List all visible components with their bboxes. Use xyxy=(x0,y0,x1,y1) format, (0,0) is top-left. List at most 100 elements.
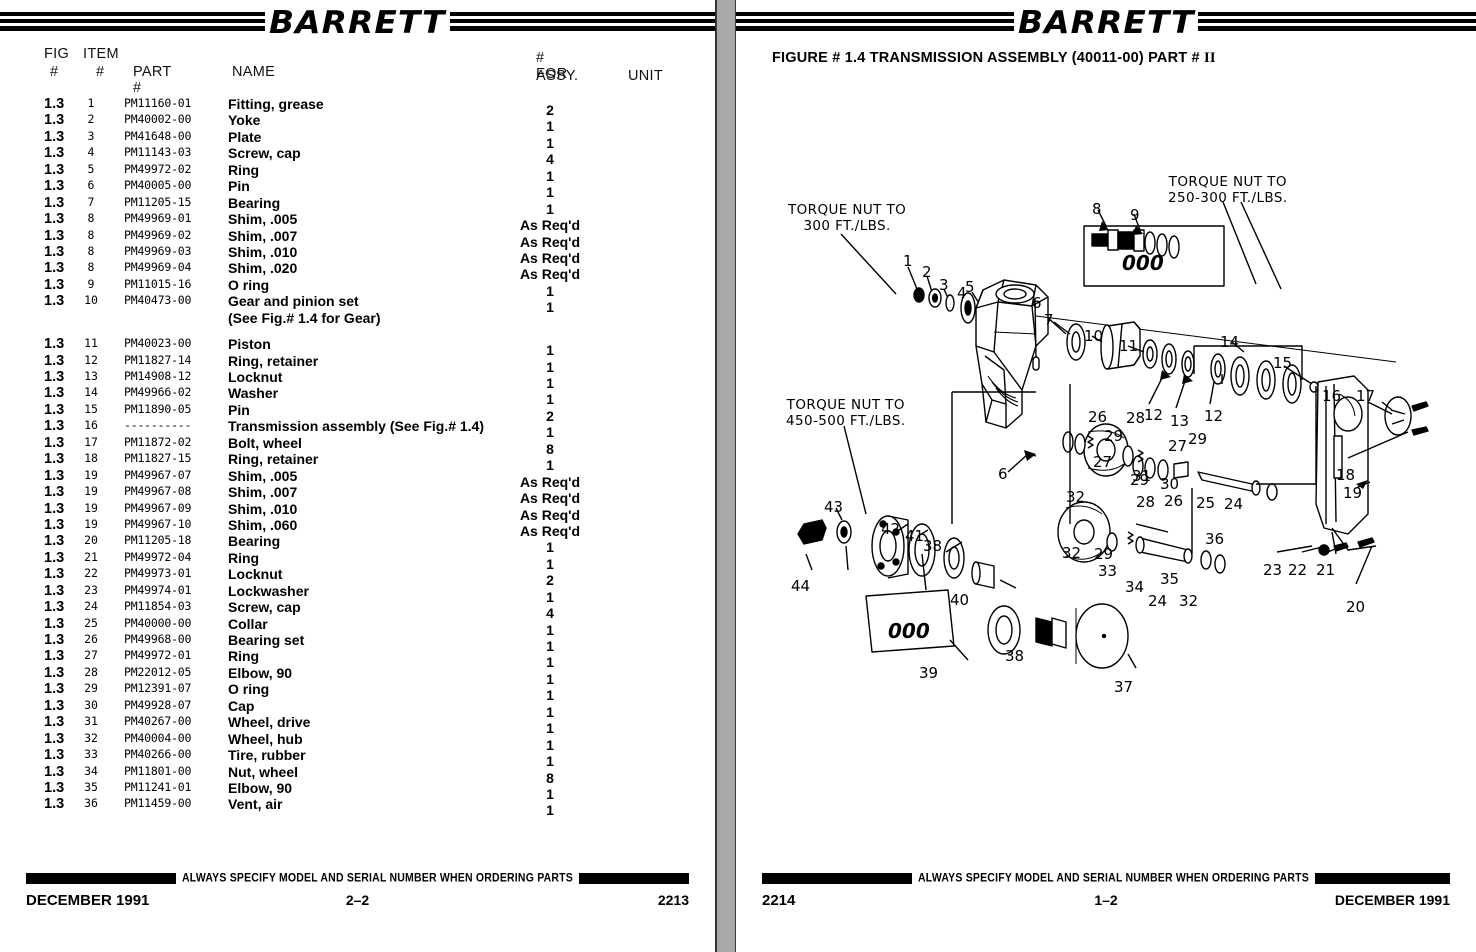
cell-name: Shim, .020 xyxy=(228,260,298,277)
cell-part-number: PM40004-00 xyxy=(124,730,192,745)
cell-quantity: As Req'd xyxy=(519,506,581,523)
part-callout-number: 29 xyxy=(1104,427,1124,445)
cell-name: Elbow, 90 xyxy=(228,779,293,796)
part-callout-number: 36 xyxy=(1205,530,1225,548)
cell-fig: 1.3 xyxy=(44,293,65,310)
col-header-qty-line1: # FOR xyxy=(536,50,568,82)
cell-quantity: 1 xyxy=(546,785,554,802)
cell-fig: 1.3 xyxy=(44,276,65,293)
page-gutter xyxy=(716,0,736,952)
part-callout-number: 28 xyxy=(1126,409,1146,427)
cell-fig: 1.3 xyxy=(44,500,65,517)
cell-fig: 1.3 xyxy=(44,336,65,353)
cell-part-number: PM49967-08 xyxy=(124,484,192,499)
cell-fig: 1.3 xyxy=(44,467,65,484)
cell-fig: 1.3 xyxy=(44,451,65,468)
cell-part-number: PM11205-15 xyxy=(124,194,192,209)
part-callout-number: 8 xyxy=(1092,200,1102,218)
masthead-rule-left xyxy=(736,10,1014,36)
cell-fig: 1.3 xyxy=(44,566,65,583)
masthead-rule-left xyxy=(0,10,266,36)
cell-fig: 1.3 xyxy=(44,632,65,648)
part-callout-number: 30 xyxy=(1160,475,1180,493)
cell-item: 9 xyxy=(87,276,95,291)
assembly-artwork xyxy=(797,201,1429,669)
part-callout-number: 12 xyxy=(1144,406,1164,424)
cell-part-number: PM11801-00 xyxy=(124,763,192,778)
brand-logo: BARRETT xyxy=(1017,5,1195,41)
part-callout-number: 2 xyxy=(922,263,932,281)
cell-name: Washer xyxy=(228,385,279,402)
col-header-name: NAME xyxy=(232,64,276,80)
footer-line: DECEMBER 1991 2–2 2213 xyxy=(26,892,689,909)
part-callout-number: 41 xyxy=(905,527,925,545)
cell-fig: 1.3 xyxy=(44,385,65,402)
cell-fig: 1.3 xyxy=(44,549,65,566)
cell-part-number: PM49973-01 xyxy=(124,566,192,581)
cell-part-number: PM40473-00 xyxy=(124,293,192,308)
cell-quantity: 1 xyxy=(546,342,554,359)
cell-quantity: 2 xyxy=(546,407,554,424)
cell-item: 8 xyxy=(87,243,95,258)
cell-part-number: PM22012-05 xyxy=(124,664,192,679)
cell-name: Bolt, wheel xyxy=(228,434,302,451)
cell-part-number: PM49967-10 xyxy=(124,516,192,531)
cell-part-number: PM49967-09 xyxy=(124,500,192,515)
masthead-right: BARRETT xyxy=(736,5,1476,41)
figure-title: FIGURE # 1.4 TRANSMISSION ASSEMBLY (4001… xyxy=(772,50,1216,67)
part-callout-number: 16 xyxy=(1322,387,1342,405)
cell-item: 19 xyxy=(84,467,98,482)
footer-note: ALWAYS SPECIFY MODEL AND SERIAL NUMBER W… xyxy=(918,871,1309,885)
cell-name: Ring xyxy=(228,549,260,566)
cell-part-number: PM49969-02 xyxy=(124,227,192,242)
cell-part-number: PM11160-01 xyxy=(124,96,192,110)
cell-name: Yoke xyxy=(228,112,261,129)
cell-name: Ring, retainer xyxy=(228,451,319,468)
masthead-rule-right xyxy=(449,10,715,36)
cell-name: Plate xyxy=(228,128,262,145)
part-callout-number: 12 xyxy=(1204,407,1224,425)
footer-page-number: 2–2 xyxy=(345,892,370,908)
cell-name: O ring xyxy=(228,681,270,698)
cell-quantity: 1 xyxy=(546,424,554,441)
cell-part-number: PM49974-01 xyxy=(124,582,192,597)
cell-item: 10 xyxy=(84,293,98,308)
part-callout-number: 26 xyxy=(1164,492,1184,510)
page-footer-left: ALWAYS SPECIFY MODEL AND SERIAL NUMBER W… xyxy=(0,860,715,952)
cell-name: Fitting, grease xyxy=(228,96,324,112)
cell-quantity: 2 xyxy=(546,102,554,118)
cell-item: 18 xyxy=(84,451,98,466)
col-header-item-line1: ITEM xyxy=(83,46,119,62)
cell-quantity: 1 xyxy=(546,555,554,572)
part-callout-number: 43 xyxy=(824,498,844,516)
cell-part-number: PM40266-00 xyxy=(124,747,192,762)
part-callout-number: 25 xyxy=(1196,494,1216,512)
cell-fig: 1.3 xyxy=(44,260,65,277)
cell-name: Screw, cap xyxy=(228,145,301,162)
cell-fig: 1.3 xyxy=(44,352,65,369)
torque-note-line2: 450-500 FT./LBS. xyxy=(786,413,906,429)
cell-item: 29 xyxy=(84,681,98,696)
part-callout-number: 22 xyxy=(1288,561,1308,579)
part-callout-number: 40 xyxy=(950,591,970,609)
cell-fig: 1.3 xyxy=(44,243,65,260)
part-callout-number: 6 xyxy=(998,465,1008,483)
cell-name: Shim, .010 xyxy=(228,500,298,517)
cell-part-number: PM40000-00 xyxy=(124,615,192,630)
cell-name: Shim, .060 xyxy=(228,516,298,533)
cell-quantity: 1 xyxy=(546,118,554,135)
